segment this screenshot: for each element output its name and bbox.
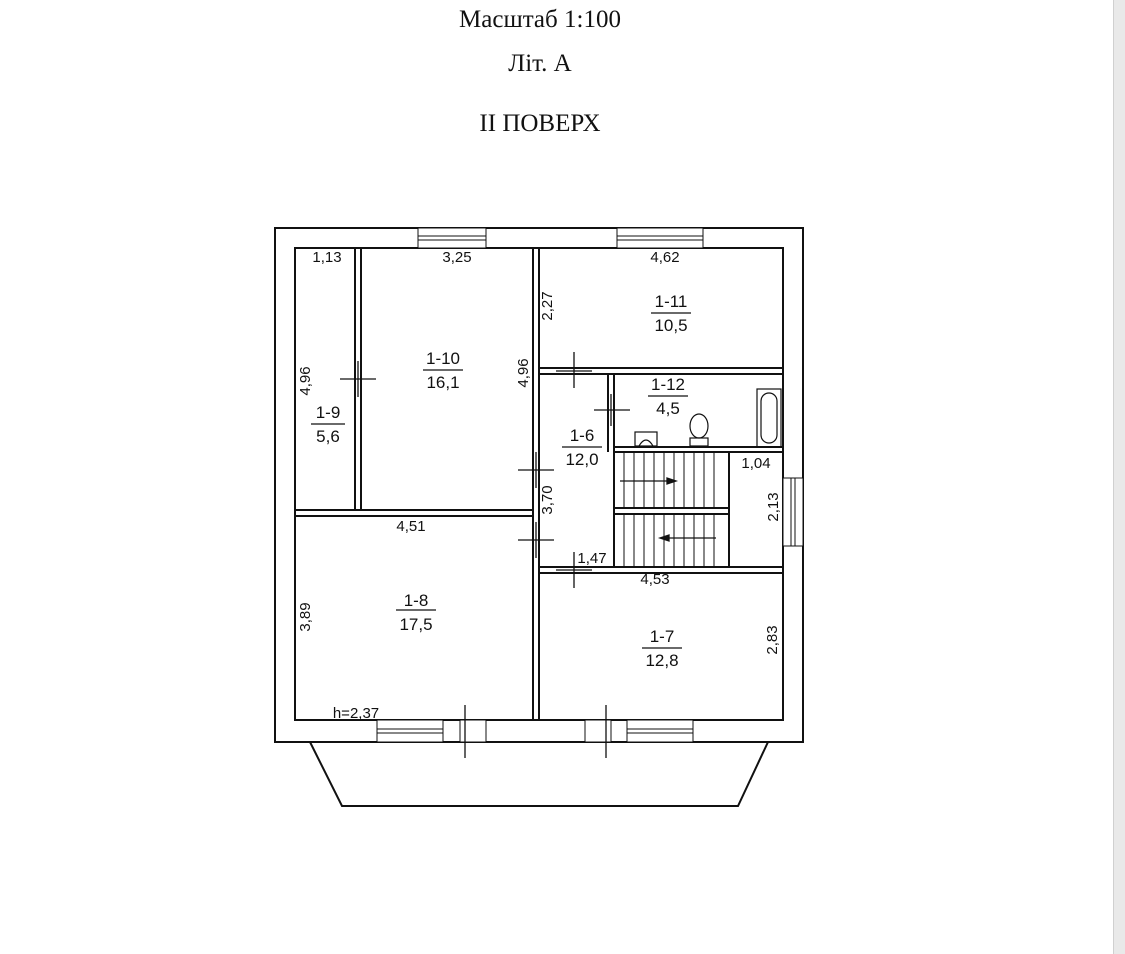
sink-icon — [634, 431, 658, 447]
room-id-1-12: 1-12 — [651, 375, 685, 394]
room-area-1-11: 10,5 — [654, 316, 687, 335]
door-marker-1-12 — [594, 394, 630, 426]
room-area-1-8: 17,5 — [399, 615, 432, 634]
scale-label: Масштаб 1:100 — [459, 6, 621, 33]
room-area-1-10: 16,1 — [426, 373, 459, 392]
room-id-1-10: 1-10 — [426, 349, 460, 368]
room-id-1-7: 1-7 — [650, 627, 675, 646]
room-area-1-12: 4,5 — [656, 399, 680, 418]
room-area-1-7: 12,8 — [645, 651, 678, 670]
dim-3-25: 3,25 — [442, 249, 471, 266]
dim-1-13: 1,13 — [312, 249, 341, 266]
door-marker-1-7 — [556, 552, 592, 588]
door-marker-hall-top — [518, 452, 554, 488]
dim-2-27: 2,27 — [539, 291, 556, 320]
dim-4-53: 4,53 — [640, 571, 669, 588]
room-id-1-6: 1-6 — [570, 426, 595, 445]
balcony-door-right — [584, 719, 612, 743]
dim-2-83: 2,83 — [764, 625, 781, 654]
window-right — [782, 477, 804, 547]
dim-1-47: 1,47 — [577, 550, 606, 567]
room-id-1-8: 1-8 — [404, 591, 429, 610]
dim-1-04: 1,04 — [741, 455, 770, 472]
room-id-1-11: 1-11 — [655, 292, 688, 311]
toilet-icon — [689, 413, 709, 447]
dim-3-89: 3,89 — [297, 602, 314, 631]
door-marker-hall-bottom — [518, 522, 554, 558]
staircase — [613, 451, 730, 568]
floor-title: ІІ ПОВЕРХ — [479, 110, 601, 137]
balcony-door-left — [459, 719, 487, 743]
window-bottom-left — [376, 719, 444, 743]
ceiling-height: h=2,37 — [333, 705, 379, 722]
letter-label: Літ. А — [508, 50, 572, 77]
balcony — [309, 741, 769, 807]
stair-treads — [623, 452, 715, 567]
bathtub-icon — [756, 388, 782, 448]
door-marker-1-10 — [340, 361, 376, 397]
dim-3-70: 3,70 — [539, 485, 556, 514]
dim-4-62: 4,62 — [650, 249, 679, 266]
dim-4-96-left: 4,96 — [297, 366, 314, 395]
stair-arrows — [620, 477, 716, 542]
window-bottom-right — [626, 719, 694, 743]
window-top-right — [616, 227, 704, 249]
room-id-1-9: 1-9 — [316, 403, 341, 422]
room-area-1-9: 5,6 — [316, 427, 340, 446]
dim-4-96-center: 4,96 — [515, 358, 532, 387]
window-top-left — [417, 227, 487, 249]
dim-4-51: 4,51 — [396, 518, 425, 535]
dim-2-13: 2,13 — [765, 492, 782, 521]
door-marker-1-11 — [556, 352, 592, 388]
room-area-1-6: 12,0 — [565, 450, 598, 469]
